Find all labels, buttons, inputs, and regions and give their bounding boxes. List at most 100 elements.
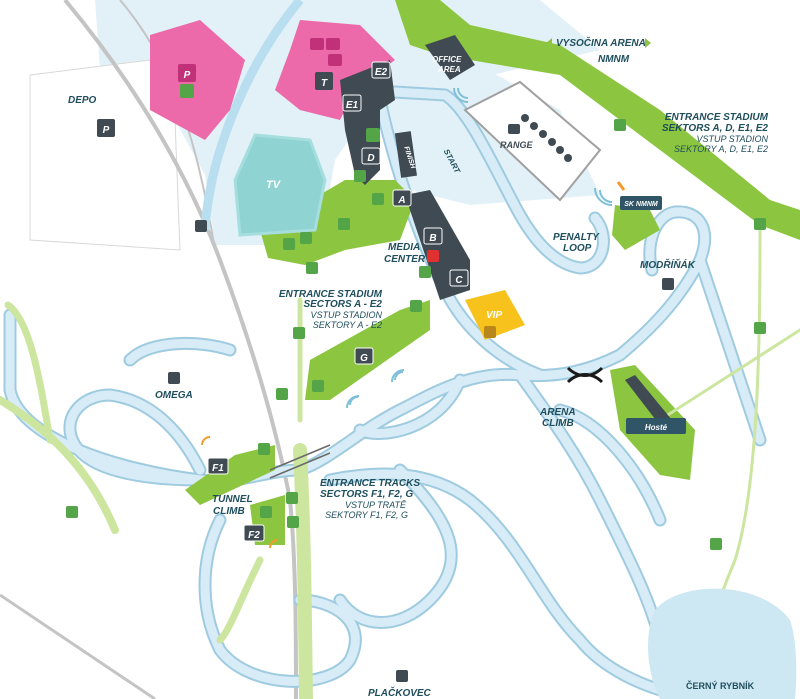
tunnel-climb-2: CLIMB	[213, 506, 245, 517]
pink-t-area	[275, 20, 395, 120]
depo-label: DEPO	[68, 95, 97, 106]
vstup-stadion-west-2: SEKTORY A - E2	[313, 320, 382, 330]
entrance-stadium-west-2: SECTORS A - E2	[303, 299, 382, 310]
pedestrian-icon	[710, 538, 722, 550]
tunnel-climb-1: TUNNEL	[212, 494, 253, 505]
entrance-tracks-2: SECTORS F1, F2, G	[320, 489, 413, 500]
ski-icon	[168, 372, 180, 384]
entrance-stadium-west-1: ENTRANCE STADIUM	[279, 289, 383, 300]
sk-nmnm-area	[612, 205, 660, 250]
food-icon	[260, 506, 272, 518]
vysocina-arrow-right	[645, 38, 651, 48]
vstup-trate-2: SEKTORY F1, F2, G	[325, 510, 408, 520]
vysocina-arena-label: VYSOČINA ARENA	[556, 36, 646, 49]
toilet-icon	[419, 266, 431, 278]
sector-g-label: G	[360, 353, 368, 364]
sector-badges: P P T E2 E1 D A B C G F1 F2 SK NMNM Host…	[97, 61, 668, 542]
range-area	[463, 80, 602, 202]
north-east-walkway	[395, 0, 800, 240]
vysocina-arrow-left	[546, 38, 552, 48]
sector-p-pink-label: P	[184, 70, 191, 81]
sector-c-label: C	[455, 275, 463, 286]
toilet-icon	[283, 238, 295, 250]
toilet-icon	[287, 516, 299, 528]
plackovec-label: PLAČKOVEC	[368, 686, 432, 699]
omega-label: OMEGA	[155, 390, 193, 401]
sector-b-label: B	[429, 233, 436, 244]
ski-tracks	[3, 85, 767, 699]
signal-icon	[201, 87, 626, 549]
camera-icon	[508, 124, 520, 134]
hoste-label: Hosté	[645, 423, 668, 432]
hoste-building	[625, 375, 672, 428]
food-icon	[306, 262, 318, 274]
sector-p-depo-label: P	[103, 125, 110, 136]
sector-d-label: D	[367, 153, 374, 164]
road-light-blue	[200, 0, 304, 231]
pedestrian-icon	[293, 327, 305, 339]
hoste-sign	[626, 418, 686, 434]
arena-climb-1: ARENA	[539, 407, 576, 418]
food-icon	[328, 54, 342, 66]
office-area-label-1: OFFICE	[432, 55, 462, 64]
entrance-stadium-east-2: SEKTORS A, D, E1, E2	[662, 123, 769, 134]
food-icon	[754, 322, 766, 334]
media-center-1: MEDIA	[388, 242, 420, 253]
toilet-icon	[326, 38, 340, 50]
food-icon	[338, 218, 350, 230]
tv-compound	[233, 133, 327, 237]
road-west	[0, 593, 156, 699]
tv-label: TV	[266, 179, 282, 191]
food-icon	[286, 492, 298, 504]
cerny-rybnik-lake	[648, 588, 797, 699]
arena-climb-2: CLIMB	[542, 418, 574, 429]
range-targets	[521, 114, 572, 162]
tunnel-lines	[269, 444, 331, 479]
wheelchair-icon	[366, 128, 380, 142]
sector-t-label: T	[321, 78, 328, 89]
ski-icon	[396, 670, 408, 682]
range-label: RANGE	[500, 140, 533, 150]
pedestrian-icon	[614, 119, 626, 131]
sector-e2-label: E2	[375, 67, 388, 78]
food-icon	[354, 170, 366, 182]
pedestrian-icon	[66, 506, 78, 518]
office-area-label-2: AREA	[437, 65, 461, 74]
modrinak-label: MODŘÍŇÁK	[640, 258, 696, 271]
vip-label: VIP	[486, 310, 502, 321]
vstup-trate-1: VSTUP TRATĚ	[345, 500, 407, 510]
food-icon	[410, 300, 422, 312]
food-icon	[258, 443, 270, 455]
food-icon	[312, 380, 324, 392]
stadium-buildings	[340, 60, 395, 185]
food-icon	[300, 232, 312, 244]
sector-f1-label: F1	[212, 463, 224, 474]
finish-strip	[394, 131, 417, 178]
sector-f2-label: F2	[248, 530, 260, 541]
pink-parking-area	[150, 20, 245, 140]
penalty-loop-1: PENALTY	[553, 232, 600, 243]
vstup-stadion-east-2: SEKTORY A, D, E1, E2	[674, 144, 768, 154]
food-icon	[754, 218, 766, 230]
entrance-stadium-east-1: ENTRANCE STADIUM	[665, 112, 769, 123]
map-icons	[66, 38, 766, 682]
toilet-icon	[310, 38, 324, 50]
sk-nmnm-label: SK NMNM	[624, 201, 658, 208]
sector-e1-label: E1	[346, 100, 359, 111]
vstup-stadion-west-1: VSTUP STADION	[310, 310, 382, 320]
toilet-icon	[484, 326, 496, 338]
penalty-loop-2: LOOP	[563, 243, 592, 254]
office-area-building	[425, 35, 475, 80]
road-main	[63, 0, 298, 699]
nmnm-label: NMNM	[598, 54, 630, 65]
vstup-stadion-east-1: VSTUP STADION	[696, 134, 768, 144]
toilet-icon	[372, 193, 384, 205]
sector-f1-walkway	[185, 445, 275, 505]
toilet-icon	[276, 388, 288, 400]
cerny-rybnik-label: ČERNÝ RYBNÍK	[686, 680, 755, 691]
shuttle-bus-icon	[195, 220, 207, 232]
first-aid-icon	[427, 250, 439, 262]
wheelchair-icon	[180, 84, 194, 98]
